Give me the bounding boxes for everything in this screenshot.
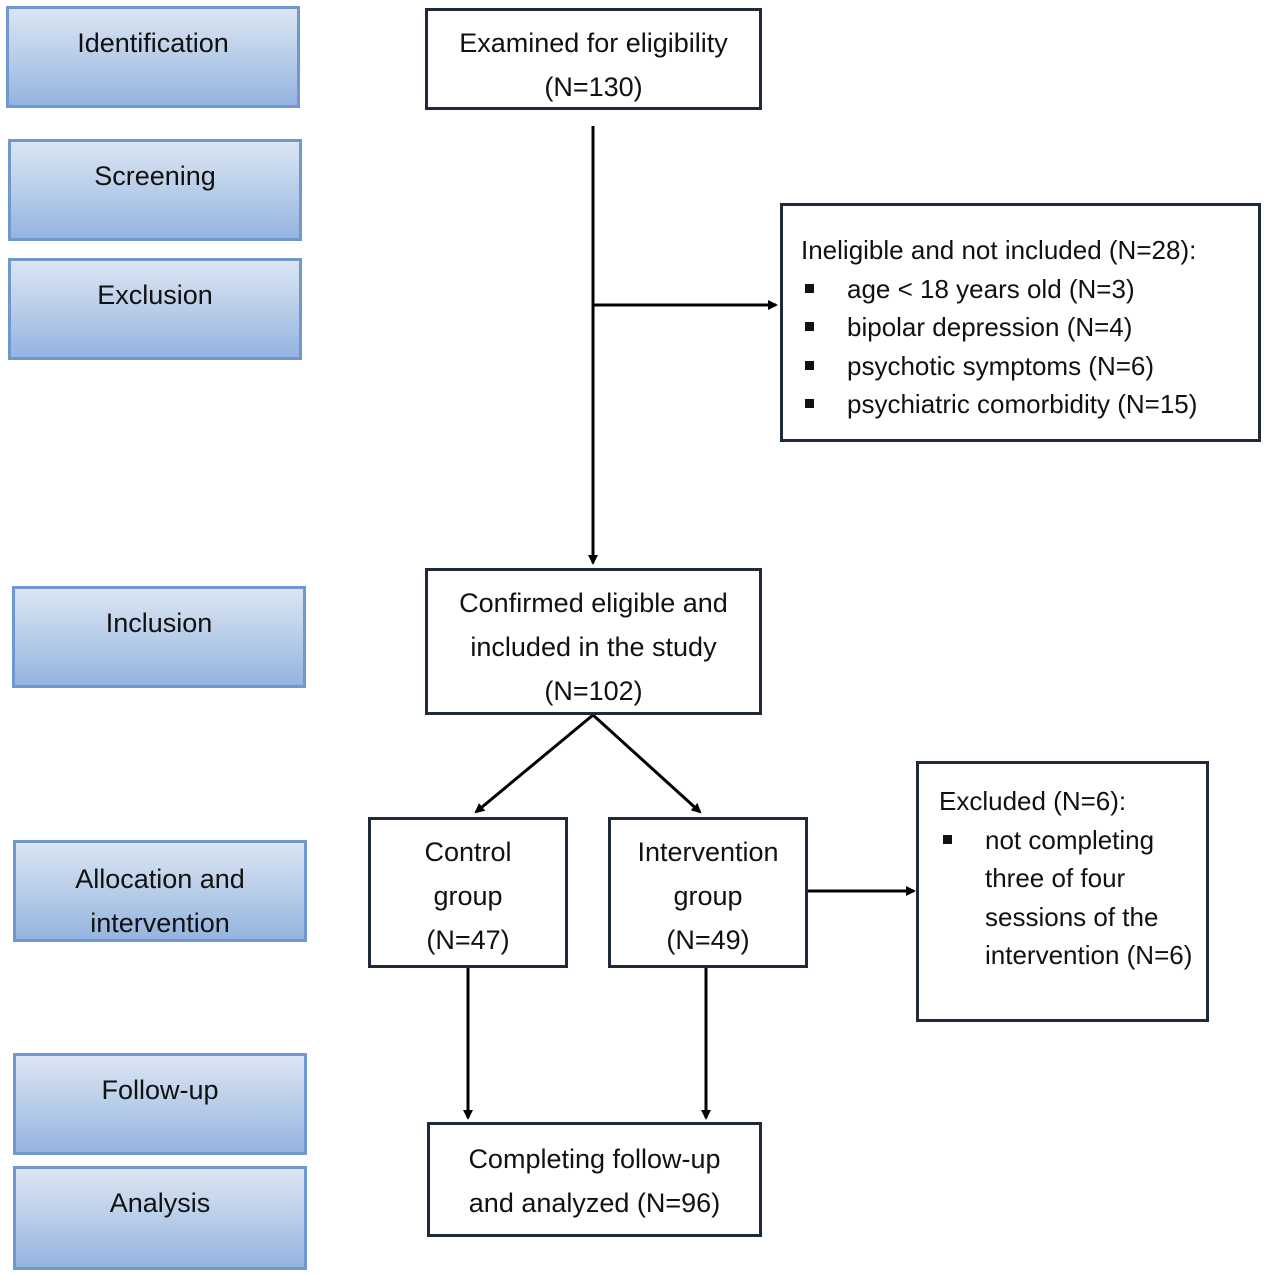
stage-inclusion: Inclusion (12, 586, 306, 688)
ineligible-header: Ineligible and not included (N=28): (801, 235, 1197, 265)
confirmed-line-1: Confirmed eligible and (459, 588, 728, 618)
arrow-to-control (474, 713, 594, 814)
control-line-3: (N=47) (426, 925, 510, 955)
stage-exclusion: Exclusion (8, 258, 302, 360)
ineligible-item: psychiatric comorbidity (N=15) (801, 385, 1258, 424)
box-examined: Examined for eligibility (N=130) (425, 8, 762, 110)
ineligible-list: age < 18 years old (N=3) bipolar depress… (801, 270, 1258, 424)
stage-inclusion-label: Inclusion (105, 608, 213, 638)
box-completing: Completing follow-up and analyzed (N=96) (427, 1122, 762, 1237)
control-line-2: group (433, 881, 503, 911)
stage-followup-label: Follow-up (101, 1075, 219, 1105)
box-intervention: Intervention group (N=49) (608, 817, 808, 968)
completing-line-2: and analyzed (N=96) (468, 1188, 721, 1218)
stage-analysis: Analysis (13, 1166, 307, 1270)
box-confirmed: Confirmed eligible and included in the s… (425, 568, 762, 715)
examined-line-1: Examined for eligibility (459, 28, 728, 58)
intervention-line-1: Intervention (637, 837, 779, 867)
intervention-line-3: (N=49) (666, 925, 750, 955)
stage-allocation-label-1: Allocation and (75, 864, 245, 894)
stage-screening: Screening (8, 139, 302, 241)
control-line-1: Control (424, 837, 512, 867)
box-ineligible: Ineligible and not included (N=28): age … (780, 203, 1261, 442)
stage-screening-label: Screening (94, 161, 216, 191)
stage-allocation-label-2: intervention (90, 908, 230, 938)
completing-line-1: Completing follow-up (468, 1144, 721, 1174)
stage-identification-label: Identification (77, 28, 229, 58)
stage-analysis-label: Analysis (109, 1188, 211, 1218)
box-control: Control group (N=47) (368, 817, 568, 968)
ineligible-item: psychotic symptoms (N=6) (801, 347, 1258, 386)
stage-identification: Identification (6, 6, 300, 108)
stage-allocation: Allocation and intervention (13, 840, 307, 942)
stage-exclusion-label: Exclusion (97, 280, 213, 310)
box-excluded: Excluded (N=6): not completing three of … (916, 761, 1209, 1022)
excluded-item: not completing three of four sessions of… (939, 821, 1194, 975)
confirmed-line-2: included in the study (470, 632, 717, 662)
ineligible-item: age < 18 years old (N=3) (801, 270, 1258, 309)
ineligible-item: bipolar depression (N=4) (801, 308, 1258, 347)
intervention-line-2: group (673, 881, 743, 911)
excluded-list: not completing three of four sessions of… (939, 821, 1194, 975)
examined-line-2: (N=130) (544, 72, 643, 102)
stage-followup: Follow-up (13, 1053, 307, 1155)
confirmed-line-3: (N=102) (544, 676, 643, 706)
excluded-header: Excluded (N=6): (939, 786, 1127, 816)
arrow-to-intervention (591, 713, 702, 814)
